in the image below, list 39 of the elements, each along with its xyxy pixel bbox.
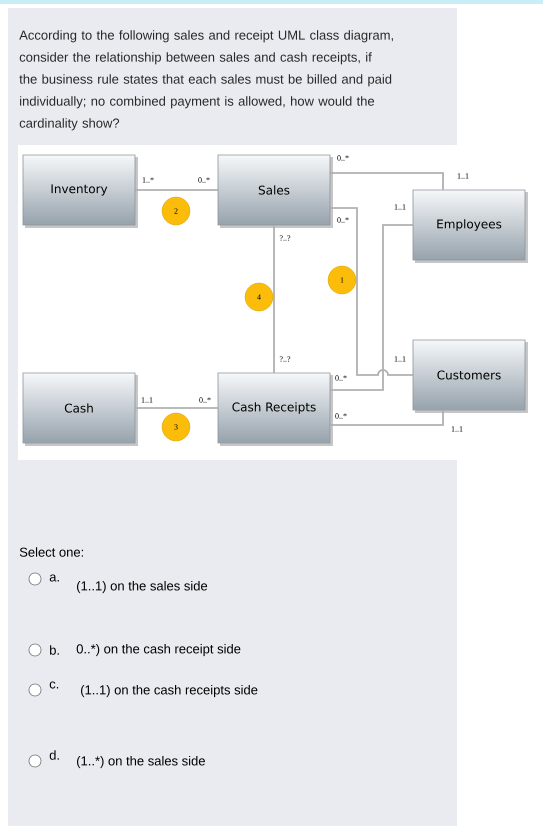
multiplicity-label: 1..1 (452, 426, 463, 432)
class-box: Cash (22, 372, 138, 446)
multiplicity-label: 1..1 (394, 356, 406, 362)
prompt-text: Select one: (20, 547, 84, 557)
association-line (330, 207, 413, 376)
option-text: 0..*) on the cash receipt side (76, 644, 240, 656)
callout-number: 2 (162, 196, 190, 226)
multiplicity-label: 0..* (199, 397, 211, 403)
class-box: Cash Receipts (218, 372, 333, 446)
multiplicity-label: 1..1 (394, 204, 406, 210)
callout-number: 3 (162, 412, 190, 442)
association-line (135, 407, 218, 409)
option-letter: c. (50, 681, 58, 689)
association-line (330, 410, 444, 426)
multiplicity-label: 1..* (142, 177, 154, 183)
option-letter: b. (50, 645, 59, 655)
callout-number: 4 (244, 282, 274, 312)
option-text: (1..*) on the sales side (77, 756, 205, 768)
multiplicity-label: ?..? (280, 235, 290, 241)
multiplicity-label: 1..1 (458, 173, 469, 179)
class-box: Customers (412, 340, 528, 413)
multiplicity-label: 0..* (335, 413, 347, 419)
multiplicity-label: 0..* (337, 155, 349, 161)
multiplicity-label: ?..? (280, 356, 290, 362)
association-line (273, 225, 275, 373)
association-line (135, 189, 218, 191)
class-box: Inventory (22, 154, 138, 228)
option-text: (1..1) on the sales side (77, 580, 208, 594)
option-letter: d. (50, 750, 59, 760)
option-letter: a. (50, 574, 59, 582)
class-box: Employees (412, 190, 528, 263)
option-text: (1..1) on the cash receipts side (81, 684, 258, 698)
association-line (330, 224, 413, 391)
association-line (330, 172, 444, 190)
callout-number: 1 (328, 266, 356, 294)
question-text: According to the following sales and receipt UML class diagram, consider the relationship between sales and cash receipts, if the business rule states that each sales must be billed and paid individually; no combined payment is allowed, how would the cardinality show? (19, 30, 393, 130)
multiplicity-label: 1..1 (142, 397, 153, 403)
class-box: Sales (218, 154, 333, 228)
multiplicity-label: 0..* (198, 177, 210, 183)
